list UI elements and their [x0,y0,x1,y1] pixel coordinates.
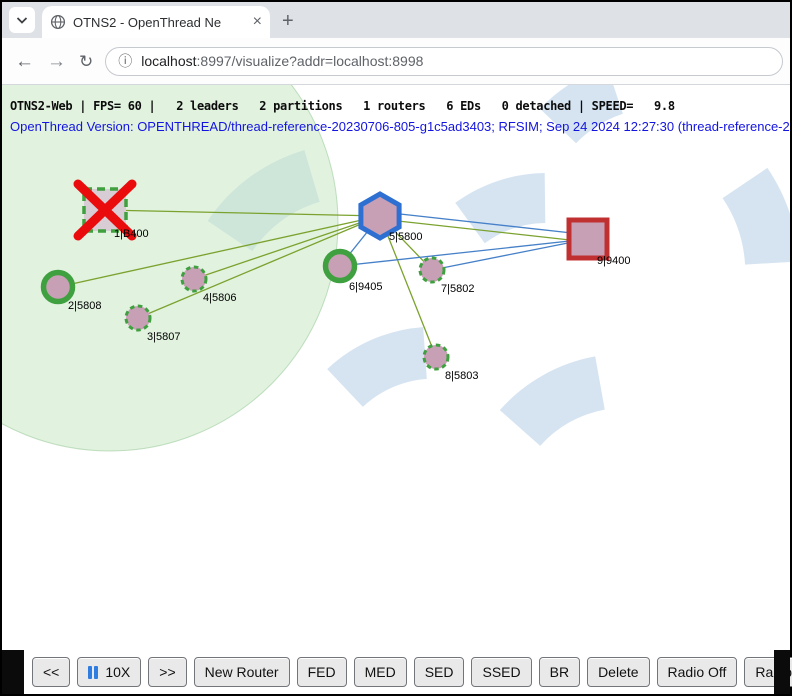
back-icon[interactable]: ← [15,50,34,72]
chevron-down-icon [16,17,28,24]
node-2|5808[interactable]: 2|5808 [40,269,102,313]
router-circle [40,269,76,305]
node-label: 2|5808 [68,300,101,312]
node-5|5800[interactable]: 5|5800 [358,191,423,243]
node-label: 5|5800 [389,231,422,243]
link-line [57,215,381,288]
node-label: 4|5806 [203,292,236,304]
page-info-icon[interactable]: ⓘ [118,53,133,69]
link-line [193,215,381,280]
pause-icon [88,665,99,679]
tab-close-icon[interactable]: × [252,13,262,30]
node-3|5807[interactable]: 3|5807 [124,304,180,343]
browser-menu-button[interactable] [9,7,35,33]
speed-button[interactable]: 10X [77,657,142,687]
ssed-button[interactable]: SSED [471,657,532,687]
partition-wedge [455,173,547,244]
leader-hexagon [358,191,402,241]
partition-wedge [499,356,606,447]
child-circle [180,265,208,293]
node-9|9400[interactable]: 9|9400 [566,217,630,267]
failed-x-icon [73,179,137,241]
action-toolbar: << 10X >> New Router FED MED SED SSED BR… [2,650,792,694]
fast-forward-button[interactable]: >> [148,657,187,687]
partition-wedge [722,167,790,266]
url-host: localhost [141,53,197,69]
status-line: OTNS2-Web | FPS= 60 | 2 leaders 2 partit… [10,99,675,113]
node-label: 6|9405 [349,281,382,293]
radio-range-circle [2,85,339,452]
link-line [381,211,591,236]
partition-wedge [327,327,428,408]
router-circle [322,248,358,284]
node-label: 1|B400 [114,228,149,240]
network-graph: 1|B400 2|5808 3|5807 4|5806 5|5800 6|9405 7|58… [2,85,790,452]
child-circle [422,343,450,371]
node-label: 3|5807 [147,331,180,343]
leader-square [566,217,610,261]
url-path: :8997/visualize?addr=localhost:8998 [196,53,424,69]
globe-icon [50,14,66,30]
rewind-button[interactable]: << [32,657,71,687]
version-line: OpenThread Version: OPENTHREAD/thread-re… [10,119,790,134]
new-tab-button[interactable]: + [282,10,294,32]
node-label: 9|9400 [597,255,630,267]
address-bar[interactable]: ⓘ localhost:8997/visualize?addr=localhos… [105,46,783,76]
node-label: 7|5802 [441,283,474,295]
link-line [431,238,589,271]
node-4|5806[interactable]: 4|5806 [180,265,236,304]
node-6|9405[interactable]: 6|9405 [322,248,383,294]
child-circle [418,256,446,284]
fed-button[interactable]: FED [296,657,347,687]
partition-wedge [539,85,624,144]
child-circle [124,304,152,332]
radio-off-button[interactable]: Radio Off [656,657,738,687]
tab-title: OTNS2 - OpenThread Ne [73,14,222,30]
node-7|5802[interactable]: 7|5802 [418,256,474,295]
sed-button[interactable]: SED [413,657,465,687]
reload-icon[interactable]: ↻ [79,51,94,71]
node-8|5803[interactable]: 8|5803 [422,343,478,382]
med-button[interactable]: MED [353,657,407,687]
link-line [339,238,589,267]
link-line [104,209,381,217]
delete-button[interactable]: Delete [587,657,650,687]
bottom-left-corner-block [2,650,24,694]
bottom-right-corner-block [774,650,790,694]
link-line [137,215,381,319]
new-router-button[interactable]: New Router [193,657,290,687]
link-line [379,215,437,358]
speed-label: 10X [105,664,131,680]
br-button[interactable]: BR [538,657,581,687]
browser-tab-strip: OTNS2 - OpenThread Ne × + [2,2,790,38]
node-1|B400[interactable]: 1|B400 [73,179,149,241]
visualization-canvas[interactable]: 1|B400 2|5808 3|5807 4|5806 5|5800 6|9405 7|58… [2,85,790,650]
forward-icon[interactable]: → [47,50,66,72]
browser-navbar: ← → ↻ ⓘ localhost:8997/visualize?addr=lo… [2,38,790,85]
node-label: 8|5803 [445,370,478,382]
link-line [379,218,589,243]
browser-tab[interactable]: OTNS2 - OpenThread Ne × [42,6,270,38]
url-text: localhost:8997/visualize?addr=localhost:… [141,53,423,69]
